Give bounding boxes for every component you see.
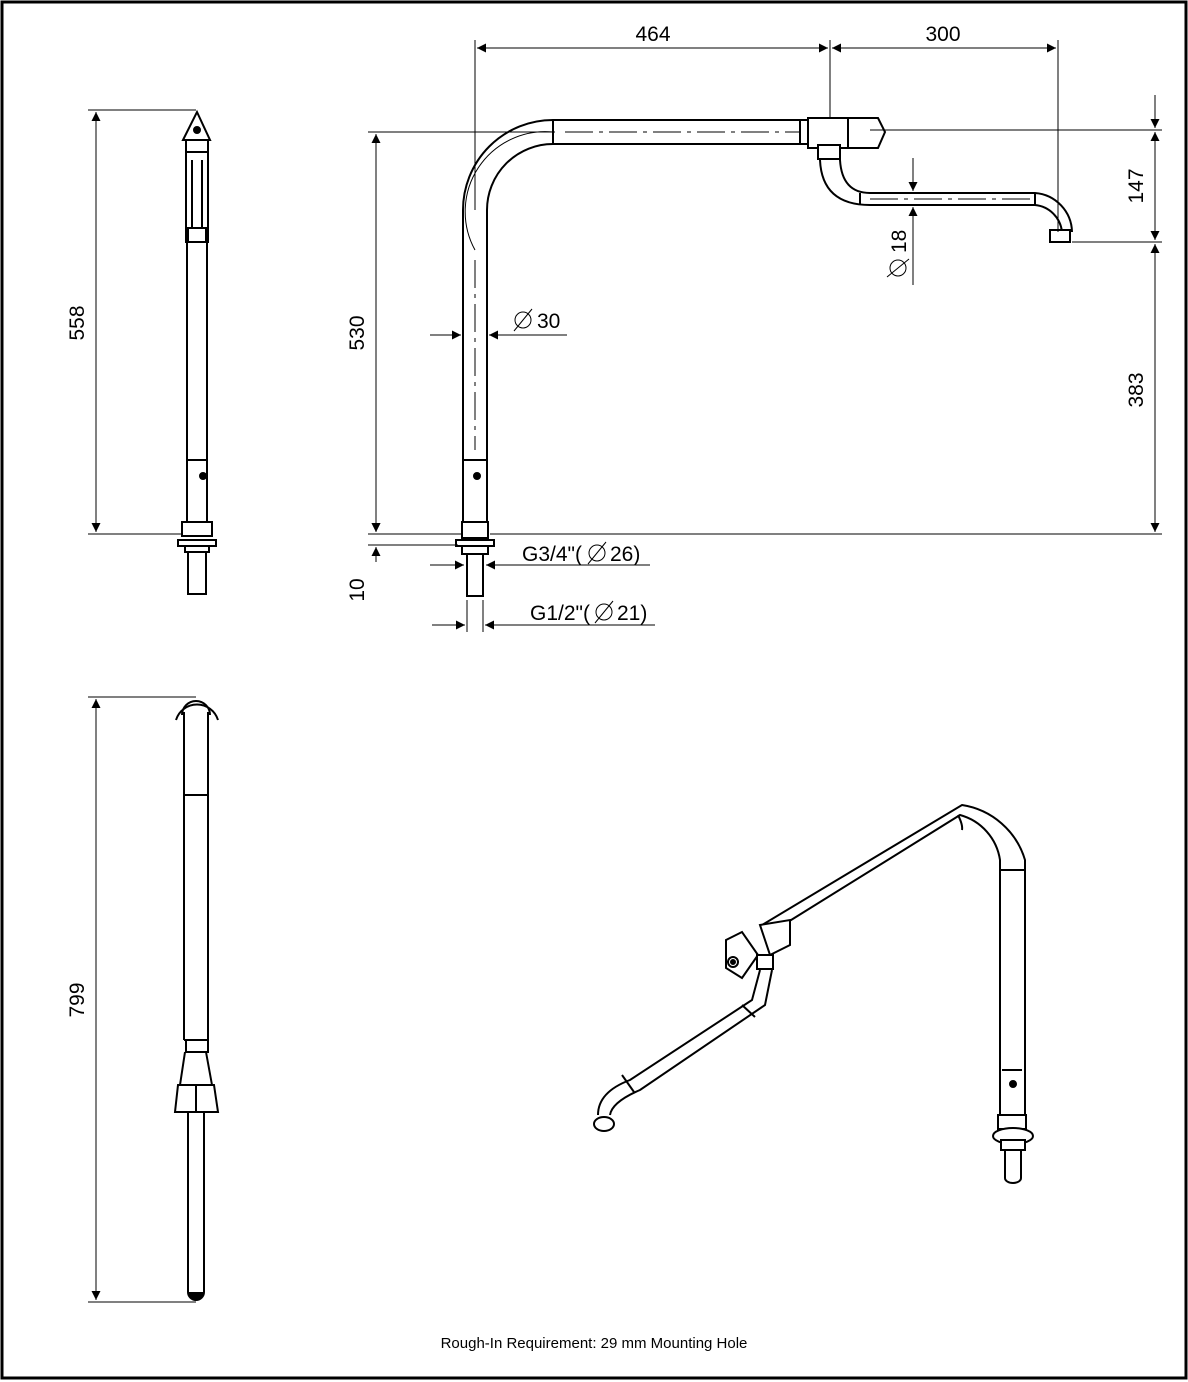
dim-dia-30 xyxy=(430,308,567,340)
dim-label-g12: G1/2"( xyxy=(530,602,590,625)
dim-label-g12-dia: 21) xyxy=(617,602,647,625)
dim-label-147: 147 xyxy=(1125,168,1148,203)
center-lines xyxy=(474,131,1030,450)
dim-799 xyxy=(88,696,196,1303)
front-view xyxy=(455,117,1073,597)
dim-label-799: 799 xyxy=(66,982,89,1017)
dim-label-10: 10 xyxy=(346,578,369,601)
dim-label-530: 530 xyxy=(346,315,369,350)
dim-464-300 xyxy=(474,40,1059,232)
dim-label-558: 558 xyxy=(66,305,89,340)
dim-558 xyxy=(88,109,196,535)
dim-10 xyxy=(368,518,458,562)
dim-530 xyxy=(368,131,555,535)
dim-g34 xyxy=(430,541,650,570)
isometric-view xyxy=(593,803,1034,1184)
dim-g12 xyxy=(432,600,655,632)
dim-label-dia-18: 18 xyxy=(888,230,911,253)
dim-dia-18 xyxy=(886,158,918,285)
dim-label-g34-dia: 26) xyxy=(610,543,640,566)
dim-label-dia-30: 30 xyxy=(537,310,560,333)
dim-label-383: 383 xyxy=(1125,372,1148,407)
dim-label-300: 300 xyxy=(925,23,960,46)
dim-147-383 xyxy=(490,95,1162,535)
dim-label-g34: G3/4"( xyxy=(522,543,582,566)
side-view xyxy=(177,109,217,595)
dim-label-464: 464 xyxy=(635,23,670,46)
top-view xyxy=(173,700,220,1301)
rough-in-caption: Rough-In Requirement: 29 mm Mounting Hol… xyxy=(440,1335,748,1352)
